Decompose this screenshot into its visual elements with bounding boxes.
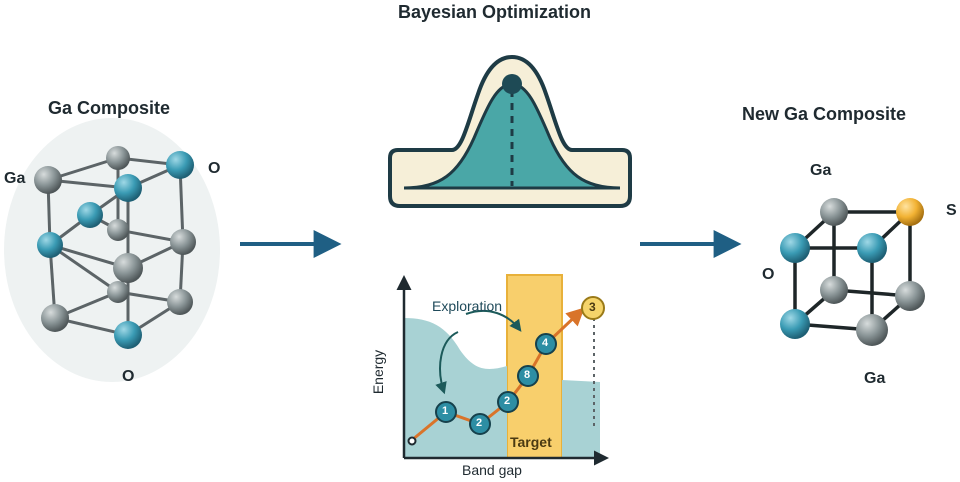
chart-point — [517, 365, 539, 387]
chart-point — [435, 401, 457, 423]
chart-exploration-label: Exploration — [432, 298, 503, 314]
chart-point-label: 4 — [542, 337, 549, 349]
center-title: Bayesian Optimization — [398, 2, 592, 22]
chart-point-best — [581, 296, 605, 320]
left-label-o-bottom: O — [122, 368, 135, 385]
chart-point-label: 1 — [442, 405, 449, 417]
left-crystal-structure — [4, 118, 220, 382]
exploration-arrow — [435, 331, 459, 395]
right-label-ga-bottom: Ga — [864, 370, 886, 387]
chart-point-label: 2 — [476, 417, 483, 429]
chart-point — [535, 333, 557, 355]
left-label-ga: Ga — [4, 170, 26, 187]
right-label-o: O — [762, 266, 775, 283]
right-label-ga-top: Ga — [810, 162, 832, 179]
start-point — [407, 436, 417, 446]
bell-curve-icon — [388, 55, 632, 208]
optimization-chart — [396, 274, 609, 466]
chart-point-label: 8 — [524, 369, 531, 381]
chart-point — [497, 391, 519, 413]
left-title: Ga Composite — [48, 98, 171, 118]
chart-target-label: Target — [510, 434, 552, 450]
chart-point-label: 2 — [504, 395, 511, 407]
right-crystal-structure — [780, 198, 925, 346]
right-title: New Ga Composite — [742, 104, 907, 124]
right-label-s: S — [946, 202, 957, 219]
chart-point-label-best: 3 — [589, 300, 596, 314]
left-label-o-top: O — [208, 160, 221, 177]
chart-point — [469, 413, 491, 435]
chart-y-axis-label: Energy — [370, 349, 387, 395]
chart-x-axis-label: Band gap — [462, 462, 522, 478]
